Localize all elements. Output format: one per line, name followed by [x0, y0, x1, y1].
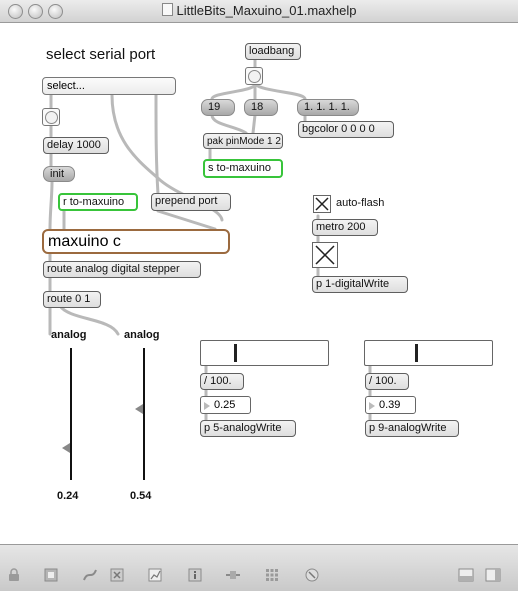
pwm-slider-9[interactable] [364, 340, 493, 366]
window-titlebar: LittleBits_Maxuino_01.maxhelp [0, 0, 518, 23]
pwm-slider-5[interactable] [200, 340, 329, 366]
number-box-1[interactable]: 0.25 [200, 396, 251, 414]
route-analog-object[interactable]: route analog digital stepper [43, 261, 201, 278]
serial-bang-button[interactable] [42, 108, 60, 126]
patch-cords [48, 58, 372, 422]
init-message[interactable]: init [43, 166, 75, 182]
chart-icon[interactable] [146, 567, 164, 583]
bgcolor-object[interactable]: bgcolor 0 0 0 0 [298, 121, 394, 138]
metro-object[interactable]: metro 200 [312, 219, 378, 236]
message-19[interactable]: 19 [201, 99, 235, 116]
debug-icon[interactable] [303, 567, 321, 583]
window-title-text: LittleBits_Maxuino_01.maxhelp [176, 3, 357, 18]
route-01-object[interactable]: route 0 1 [43, 291, 101, 308]
loadbang-object[interactable]: loadbang [245, 43, 301, 60]
number-box-2[interactable]: 0.39 [365, 396, 416, 414]
analog-label-1: analog [51, 329, 87, 341]
minimize-window-button[interactable] [28, 4, 43, 19]
slider-thumb[interactable] [234, 344, 238, 362]
message-18[interactable]: 18 [244, 99, 278, 116]
presentation-icon[interactable] [42, 567, 60, 583]
toggle-x-icon [315, 197, 329, 211]
slider-track [143, 348, 145, 480]
slider-thumb[interactable] [62, 443, 70, 454]
window-title: LittleBits_Maxuino_01.maxhelp [0, 3, 518, 18]
auto-flash-label: auto-flash [336, 197, 385, 209]
serial-port-menu[interactable]: select... [42, 77, 176, 95]
connect-icon[interactable] [224, 567, 242, 583]
digital-toggle[interactable] [312, 242, 338, 268]
lock-icon[interactable] [5, 567, 23, 583]
grid-icon[interactable] [263, 567, 281, 583]
loadbang-bang-button[interactable] [245, 67, 263, 85]
toggle-x-icon [315, 245, 335, 265]
sidebar-left-icon[interactable] [457, 567, 475, 583]
color-message[interactable]: 1. 1. 1. 1. [297, 99, 359, 116]
info-icon[interactable] [186, 567, 204, 583]
zoom-window-button[interactable] [48, 4, 63, 19]
delay-object[interactable]: delay 1000 [43, 137, 109, 154]
patcher-canvas[interactable]: select serial port select... delay 1000 … [0, 22, 518, 544]
slider-thumb[interactable] [135, 403, 143, 414]
close-window-button[interactable] [8, 4, 23, 19]
analog-value-2: 0.54 [130, 490, 152, 502]
p-digitalwrite-object[interactable]: p 1-digitalWrite [312, 276, 408, 293]
maxuino-object[interactable]: maxuino c [42, 229, 230, 254]
patcher-toolbar [0, 544, 518, 591]
analog-label-2: analog [124, 329, 160, 341]
analog-slider-2[interactable] [133, 348, 157, 480]
prepend-port-object[interactable]: prepend port [151, 193, 231, 211]
r-to-maxuino-object[interactable]: r to-maxuino [58, 193, 138, 211]
document-icon [161, 3, 173, 16]
sidebar-right-icon[interactable] [484, 567, 502, 583]
auto-flash-toggle[interactable] [313, 195, 331, 213]
slider-thumb[interactable] [415, 344, 419, 362]
patch-cords-icon[interactable] [81, 567, 99, 583]
p-analogwrite-5-object[interactable]: p 5-analogWrite [200, 420, 296, 437]
p-analogwrite-9-object[interactable]: p 9-analogWrite [365, 420, 459, 437]
select-serial-port-label: select serial port [46, 46, 156, 63]
slider-track [70, 348, 72, 480]
pak-pinmode-object[interactable]: pak pinMode 1 2 [203, 133, 283, 149]
analog-slider-1[interactable] [60, 348, 84, 480]
divide-object-1[interactable]: / 100. [200, 373, 244, 390]
s-to-maxuino-object[interactable]: s to-maxuino [203, 159, 283, 178]
divide-object-2[interactable]: / 100. [365, 373, 409, 390]
clear-icon[interactable] [108, 567, 126, 583]
analog-value-1: 0.24 [57, 490, 79, 502]
